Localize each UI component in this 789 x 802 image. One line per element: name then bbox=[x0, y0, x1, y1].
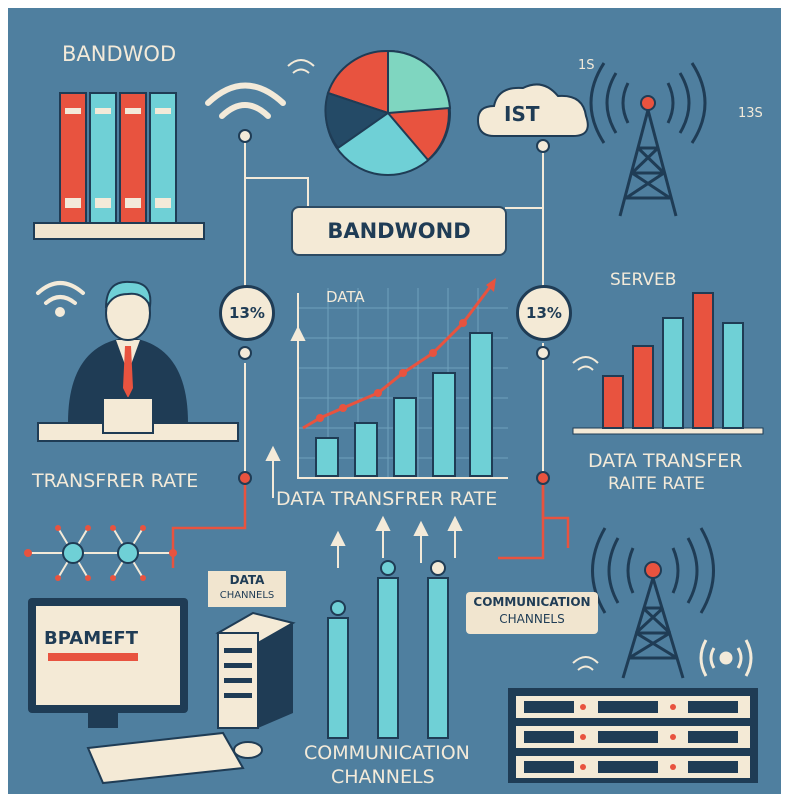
data-channels-tag: DATA CHANNELS bbox=[208, 571, 286, 607]
network-nodes-icon bbox=[24, 525, 177, 581]
books-icon bbox=[33, 92, 205, 240]
radio-tower-icon bbox=[589, 62, 707, 217]
servers-label: SERVEB bbox=[610, 270, 677, 290]
percent-badge-left: 13% bbox=[219, 285, 275, 341]
comm-channels-tag-line2: CHANNELS bbox=[499, 612, 565, 626]
comm-channels-tag: COMMUNICATION CHANNELS bbox=[466, 592, 598, 634]
corner-mark-1: 1S bbox=[578, 58, 595, 73]
transfer-rate-center-label: DATA TRANSFRER RATE bbox=[276, 488, 498, 510]
connector-nodes bbox=[238, 129, 550, 485]
pie-chart-icon bbox=[324, 49, 452, 176]
transfer-rate-right-line1: DATA TRANSFER bbox=[588, 450, 743, 472]
infographic-canvas: BANDWOD BANDWOND IST 1S 13S 13% 13% DATA… bbox=[8, 8, 781, 794]
signal-icon bbox=[699, 639, 753, 677]
computer-monitor-icon bbox=[28, 598, 263, 785]
channel-bars bbox=[327, 560, 449, 739]
transfer-rate-right-line2: RAITE RATE bbox=[608, 474, 705, 494]
wifi-small-icon bbox=[36, 281, 85, 317]
comm-channels-bottom-line1: COMMUNICATION bbox=[304, 742, 470, 764]
up-arrows bbox=[265, 325, 463, 568]
wifi-decor-icon bbox=[287, 59, 599, 671]
main-title: BANDWOND bbox=[293, 208, 505, 254]
red-connectors bbox=[171, 478, 570, 568]
servers-bar-chart bbox=[572, 292, 764, 435]
infographic-graphics bbox=[24, 49, 764, 785]
cloud-label: IST bbox=[504, 102, 540, 126]
transfer-rate-left-label: TRANSFRER RATE bbox=[32, 470, 199, 492]
businessman-icon bbox=[37, 280, 239, 442]
wifi-icon bbox=[205, 82, 286, 119]
monitor-text: BPAMEFT bbox=[44, 628, 138, 649]
comm-channels-tag-line1: COMMUNICATION bbox=[473, 595, 591, 609]
radio-tower-bottom-icon bbox=[591, 527, 715, 679]
top-left-label: BANDWOD bbox=[62, 42, 177, 66]
connector-lines bbox=[244, 136, 544, 478]
comm-channels-bottom-line2: CHANNELS bbox=[331, 766, 435, 788]
data-axis-label: DATA bbox=[326, 288, 365, 306]
data-channels-line2: CHANNELS bbox=[219, 590, 275, 601]
server-rack-icon bbox=[508, 688, 758, 783]
corner-mark-2: 13S bbox=[738, 106, 763, 121]
cloud-icon bbox=[476, 83, 589, 137]
server-tower-icon bbox=[215, 611, 296, 729]
center-bar-chart bbox=[297, 278, 508, 479]
data-channels-line1: DATA bbox=[229, 573, 265, 587]
percent-badge-right: 13% bbox=[516, 285, 572, 341]
